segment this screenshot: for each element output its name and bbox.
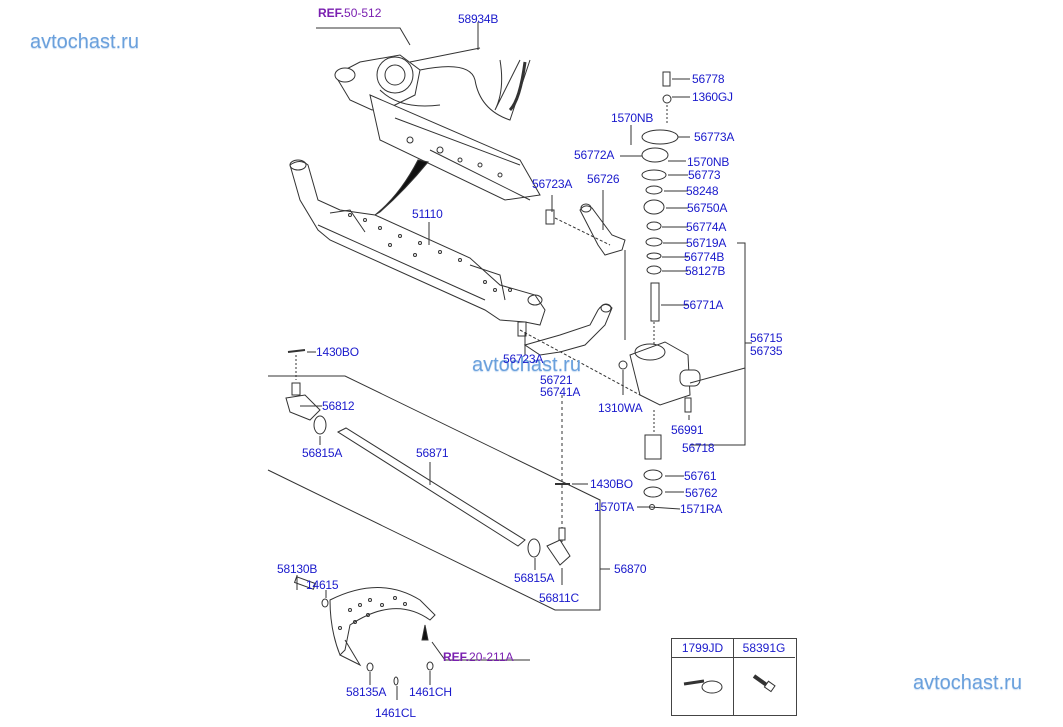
part-label[interactable]: 1461CH (409, 685, 452, 699)
reference-link[interactable]: REF.20-211A (443, 651, 514, 664)
part-label[interactable]: 56735 (750, 344, 783, 358)
part-label[interactable]: 1570TA (594, 500, 634, 514)
tie-rod-end-left (285, 349, 327, 435)
accessory-column[interactable]: 1799JD (672, 639, 734, 715)
part-label[interactable]: 58127B (685, 264, 726, 278)
part-label[interactable]: 56778 (692, 72, 725, 86)
accessory-column[interactable]: 58391G (733, 639, 795, 715)
part-label[interactable]: 56723A (532, 177, 573, 191)
part-label[interactable]: 56761 (684, 469, 717, 483)
part-label[interactable]: 58248 (686, 184, 719, 198)
part-label[interactable]: 56771A (683, 298, 724, 312)
axle-beam (289, 159, 546, 326)
watermark: avtochast.ru (913, 672, 1022, 694)
part-label[interactable]: 56811C (539, 591, 579, 605)
part-label[interactable]: 1571RA (680, 502, 723, 516)
part-label[interactable]: 56718 (682, 441, 715, 455)
tie-rod-end-right (527, 483, 571, 566)
cable-tie-icon (683, 679, 723, 694)
part-label[interactable]: 1310WA (598, 401, 643, 415)
axle-assembly-upper (334, 47, 541, 201)
accessory-part-number: 58391G (733, 639, 795, 658)
accessory-part-number: 1799JD (672, 639, 733, 658)
tie-rod-assembly-bracket (267, 375, 601, 611)
accessory-table: 1799JD 58391G (671, 638, 797, 716)
part-label[interactable]: 1461CL (375, 706, 416, 720)
steering-arm-lower (517, 303, 641, 396)
tie-rod (336, 427, 526, 547)
watermark: avtochast.ru (472, 354, 581, 376)
part-label[interactable]: 56774A (686, 220, 727, 234)
part-label[interactable]: 56741A (540, 385, 581, 399)
part-label[interactable]: 56721 (540, 373, 573, 387)
assembly-arrow (374, 159, 429, 216)
part-label[interactable]: 1360GJ (692, 90, 733, 104)
ref-code: 50-512 (344, 6, 382, 20)
part-label[interactable]: 1570NB (687, 155, 730, 169)
part-label[interactable]: 14615 (306, 578, 339, 592)
part-label[interactable]: 56773A (694, 130, 735, 144)
reference-link[interactable]: REF.50-512 (318, 7, 381, 20)
part-label[interactable]: 56719A (686, 236, 727, 250)
part-label[interactable]: 58934B (458, 12, 499, 26)
part-label[interactable]: 56715 (750, 331, 783, 345)
part-label[interactable]: 56726 (587, 172, 620, 186)
ref-prefix: REF. (318, 6, 345, 20)
part-label[interactable]: 1430BO (590, 477, 633, 491)
part-label[interactable]: 58135A (346, 685, 387, 699)
ref-code: 20-211A (469, 650, 514, 664)
brake-shoe (293, 576, 436, 686)
part-label[interactable]: 56750A (687, 201, 728, 215)
part-label[interactable]: 1570NB (611, 111, 654, 125)
leader-lines (296, 22, 752, 700)
part-label[interactable]: 56762 (685, 486, 718, 500)
part-label[interactable]: 51110 (412, 207, 443, 221)
steering-arm-upper (545, 203, 626, 340)
part-label[interactable]: 1430BO (316, 345, 359, 359)
part-label[interactable]: 56774B (684, 250, 725, 264)
part-label[interactable]: 56773 (688, 168, 721, 182)
part-label[interactable]: 56812 (322, 399, 355, 413)
part-label[interactable]: 56772A (574, 148, 615, 162)
part-label[interactable]: 56991 (671, 423, 704, 437)
watermark: avtochast.ru (30, 31, 139, 53)
part-label[interactable]: 56870 (614, 562, 647, 576)
kingpin-stack (618, 71, 701, 510)
part-label[interactable]: 56815A (302, 446, 343, 460)
bolt-icon (752, 674, 776, 693)
part-label[interactable]: 58130B (277, 562, 318, 576)
ref-prefix: REF. (443, 650, 470, 664)
part-label[interactable]: 56871 (416, 446, 449, 460)
part-label[interactable]: 56815A (514, 571, 555, 585)
part-label[interactable]: 56723A (503, 352, 544, 366)
